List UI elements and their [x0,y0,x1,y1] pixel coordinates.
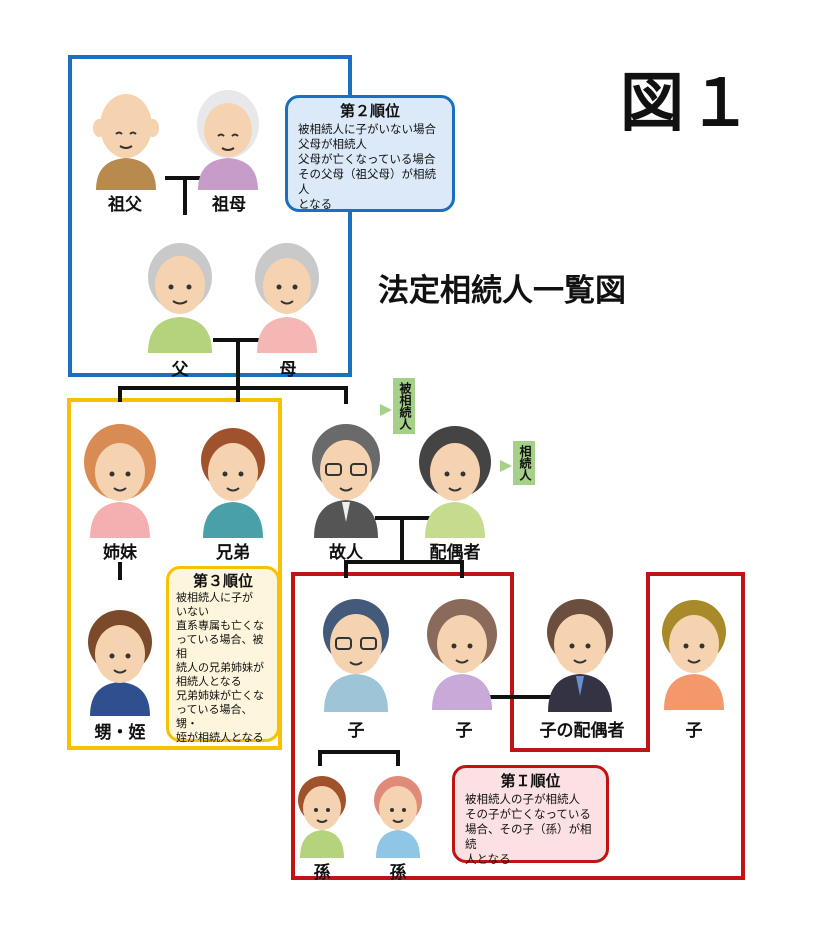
niece-nephew-label: 甥・姪 [75,718,165,743]
rank1-title: 第Ｉ順位 [465,774,596,789]
spouse-tag: 相続人 [513,441,535,485]
grandfather-figure [93,94,159,190]
nephew-figure [88,610,152,716]
rank3-title: 第３順位 [176,574,270,588]
rank3-note: 第３順位 被相続人に子が いない 直系専属も亡くな っている場合、被相 続人の兄… [166,566,280,742]
child-spouse-label: 子の配偶者 [528,716,636,741]
deceased-tag-arrow [380,404,392,416]
grandmother-figure [197,90,259,190]
child-spouse-figure [547,599,613,712]
child3-label: 子 [649,716,739,741]
deceased-tag: 被相続人 [393,378,415,434]
rank1-note: 第Ｉ順位 被相続人の子が相続人 その子が亡くなっている 場合、その子（孫）が相続… [452,765,609,863]
father-figure [148,243,212,353]
rank2-title: 第２順位 [298,104,442,119]
child1-label: 子 [311,716,401,741]
grandmother-label: 祖母 [184,190,274,215]
grandchild1-figure [298,776,346,858]
child1-figure [323,599,389,712]
brother-label: 兄弟 [188,538,278,563]
grandchild2-label: 孫 [353,858,443,883]
spouse-tag-arrow [500,460,512,472]
mother-figure [255,243,319,353]
rank2-body: 被相続人に子がいない場合 父母が相続人 父母が亡くなっている場合 その父母（祖父… [298,122,442,212]
rank2-note: 第２順位 被相続人に子がいない場合 父母が相続人 父母が亡くなっている場合 その… [285,95,455,212]
child2-label: 子 [419,716,509,741]
sister-label: 姉妹 [75,538,165,563]
child3-figure [662,600,726,710]
grandchild2-figure [374,776,422,858]
father-label: 父 [135,355,225,380]
grandfather-label: 祖父 [80,190,170,215]
deceased-figure [312,424,380,538]
sister-figure [84,424,156,538]
rank1-body: 被相続人の子が相続人 その子が亡くなっている 場合、その子（孫）が相続 人となる [465,792,596,867]
brother-figure [201,428,265,538]
rank3-body: 被相続人に子が いない 直系専属も亡くな っている場合、被相 続人の兄弟姉妹が … [176,591,270,745]
spouse-label: 配偶者 [410,538,500,563]
child2-figure [427,599,497,710]
spouse-figure [419,426,491,538]
deceased-label: 故人 [301,538,391,563]
mother-label: 母 [243,355,333,380]
